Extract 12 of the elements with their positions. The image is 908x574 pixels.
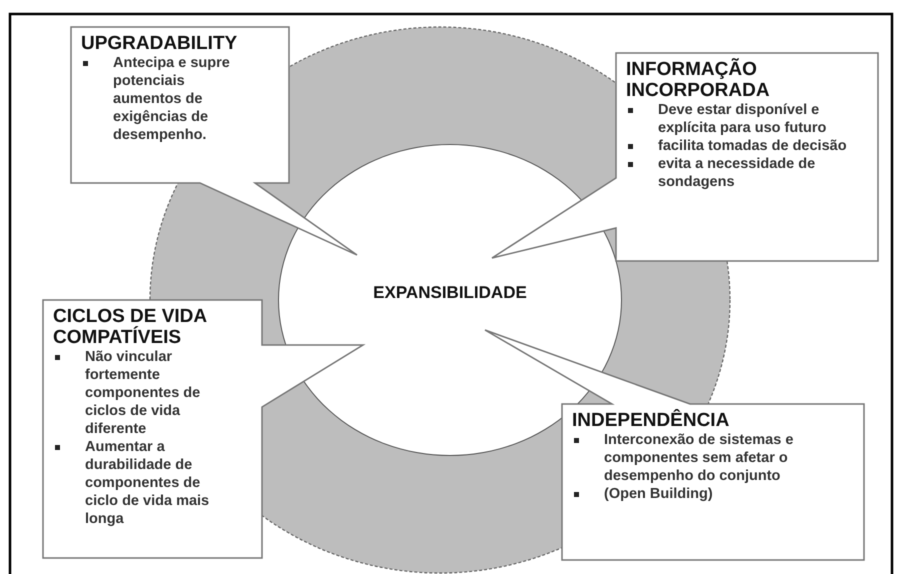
center-title: EXPANSIBILIDADE bbox=[373, 283, 527, 303]
bullet-text: evita a necessidade de sondagens bbox=[658, 155, 816, 191]
bullet-text: facilita tomadas de decisão bbox=[658, 137, 848, 155]
callout-heading: INDEPENDÊNCIA bbox=[572, 410, 730, 431]
callout-heading: UPGRADABILITY bbox=[81, 33, 238, 54]
bullet-text: Interconexão de sistemas e componentes sem afetar o desempenho do conjunto bbox=[604, 431, 794, 485]
callout-heading: CICLOS DE VIDA COMPATÍVEIS bbox=[53, 306, 208, 348]
callout-heading: INFORMAÇÃO INCORPORADA bbox=[626, 59, 771, 101]
bullet-text: Aumentar a durabilidade de componentes de ciclo de vida mais longa bbox=[85, 438, 210, 528]
bullet-text: Não vincular fortemente componentes de ciclos de vida diferente bbox=[85, 348, 202, 438]
bullet-text: Antecipa e supre potenciais aumentos de exigências de desempenho. bbox=[113, 54, 231, 144]
bullet-text: (Open Building) bbox=[604, 485, 714, 503]
